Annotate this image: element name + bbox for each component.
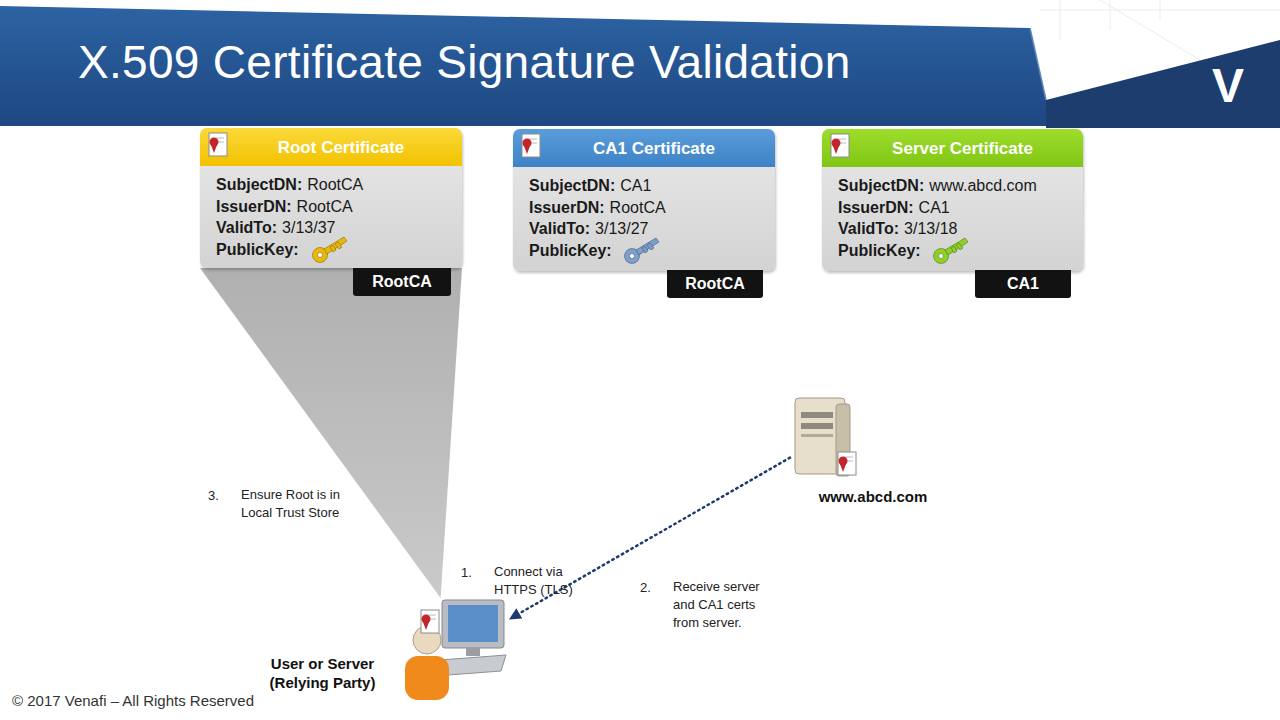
field-name: IssuerDN: (838, 199, 914, 216)
card-fields: SubjectDN: www.abcd.comIssuerDN: CA1ValidT… (822, 167, 1083, 261)
grid-line (1040, 10, 1280, 11)
field-value: 3/13/18 (904, 220, 957, 237)
issuer-tab: RootCA (667, 270, 763, 298)
grid-line (1100, 0, 1200, 60)
copyright-notice: © 2017 Venafi – All Rights Reserved (12, 692, 412, 710)
card-fields: SubjectDN: CA1IssuerDN: RootCA ValidTo: 3/13… (513, 167, 775, 261)
field-name: IssuerDN: (529, 199, 605, 216)
field-row: SubjectDN: www.abcd.com (838, 175, 1083, 197)
server-bay (801, 412, 833, 418)
card-heading: CA1 Certificate (513, 129, 775, 167)
certificate-card: Server CertificateSubjectDN: www.abcd.com… (822, 129, 1083, 271)
field-row: PublicKey: (216, 239, 462, 261)
field-name: PublicKey: (529, 242, 612, 259)
field-name: IssuerDN: (216, 198, 292, 215)
step-note: Receive server and CA1 certs from server… (673, 578, 773, 632)
field-row: PublicKey: (838, 240, 1083, 262)
field-name: SubjectDN: (529, 177, 615, 194)
relying-party-name: User or Server (Relying Party) (255, 654, 390, 692)
field-name: PublicKey: (838, 242, 921, 259)
field-row: SubjectDN: RootCA (216, 174, 462, 196)
field-value: RootCA (610, 199, 666, 216)
field-row: ValidTo: 3/13/18 (838, 218, 1083, 240)
grid-line (1110, 0, 1111, 30)
callout-number: 2. (640, 579, 660, 597)
server-bay (801, 434, 833, 437)
field-name: ValidTo: (838, 220, 899, 237)
callout-number: 3. (208, 487, 228, 505)
slide-title: X.509 Certificate Signature Validation (78, 34, 851, 90)
field-value: 3/13/27 (595, 220, 648, 237)
card-fields: SubjectDN: RootCA IssuerDN: RootCA ValidTo: 3… (200, 166, 462, 260)
certificate-card: CA1 CertificateSubjectDN: CA1IssuerDN: Roo… (513, 129, 775, 271)
server-illustration (795, 398, 856, 476)
banner-edge (1030, 28, 1046, 100)
field-row: IssuerDN: RootCA (216, 196, 462, 218)
keyboard (435, 655, 506, 676)
field-row: IssuerDN: RootCA (529, 197, 775, 219)
field-value: RootCA (297, 198, 353, 215)
field-value: CA1 (620, 177, 651, 194)
field-name: ValidTo: (216, 219, 277, 236)
issuer-tab: CA1 (975, 270, 1071, 298)
field-value: CA1 (919, 199, 950, 216)
grid-line (1060, 0, 1061, 40)
background-grid (1040, 0, 1280, 60)
field-name: SubjectDN: (838, 177, 924, 194)
endpoint-node: www.abcd.com (790, 395, 860, 480)
step-note: Connect via HTTPS (TLS) (494, 563, 590, 599)
field-value: 3/13/37 (282, 219, 335, 236)
certificate-card: Root CertificateSubjectDN:RootCAIssuerDN… (200, 128, 462, 268)
field-row: IssuerDN: CA1 (838, 197, 1083, 219)
server-name: www.abcd.com (788, 487, 958, 506)
field-row: ValidTo: 3/13/27 (529, 218, 775, 240)
issuer-name: CA1 (975, 270, 1071, 298)
certificate-icon (838, 452, 856, 475)
logo-banner (1046, 40, 1280, 128)
grid-line (1160, 0, 1161, 20)
server-side (836, 404, 850, 476)
issuer-tab: RootCA (353, 268, 451, 296)
monitor-stand (466, 648, 480, 656)
person-body (405, 656, 449, 700)
card-heading: Root Certificate (200, 128, 462, 166)
certificate-icon (421, 610, 439, 633)
person-head (413, 626, 441, 654)
field-name: SubjectDN: (216, 176, 302, 193)
issuer-name: RootCA (667, 270, 763, 298)
card-heading: Server Certificate (822, 129, 1083, 167)
field-name: ValidTo: (529, 220, 590, 237)
logo-letter: V (1212, 58, 1272, 114)
field-row: PublicKey: (529, 240, 775, 262)
field-row: SubjectDN: CA1 (529, 175, 775, 197)
step-note: Ensure Root is in Local Trust Store (241, 486, 371, 522)
trust-beam (200, 268, 462, 598)
field-name: PublicKey: (216, 241, 299, 258)
field-value: www.abcd.com (929, 177, 1037, 194)
field-row: ValidTo: 3/13/37 (216, 217, 462, 239)
title-banner (0, 6, 1046, 126)
computer-illustration (405, 600, 506, 700)
server-bay (801, 423, 833, 429)
callout-number: 1. (461, 564, 481, 582)
issuer-name: RootCA (353, 268, 451, 296)
monitor-screen (448, 605, 498, 642)
field-value: RootCA (307, 176, 363, 193)
monitor (442, 600, 504, 648)
server-tower (795, 398, 845, 474)
endpoint-node: User or Server (Relying Party) (405, 598, 510, 700)
